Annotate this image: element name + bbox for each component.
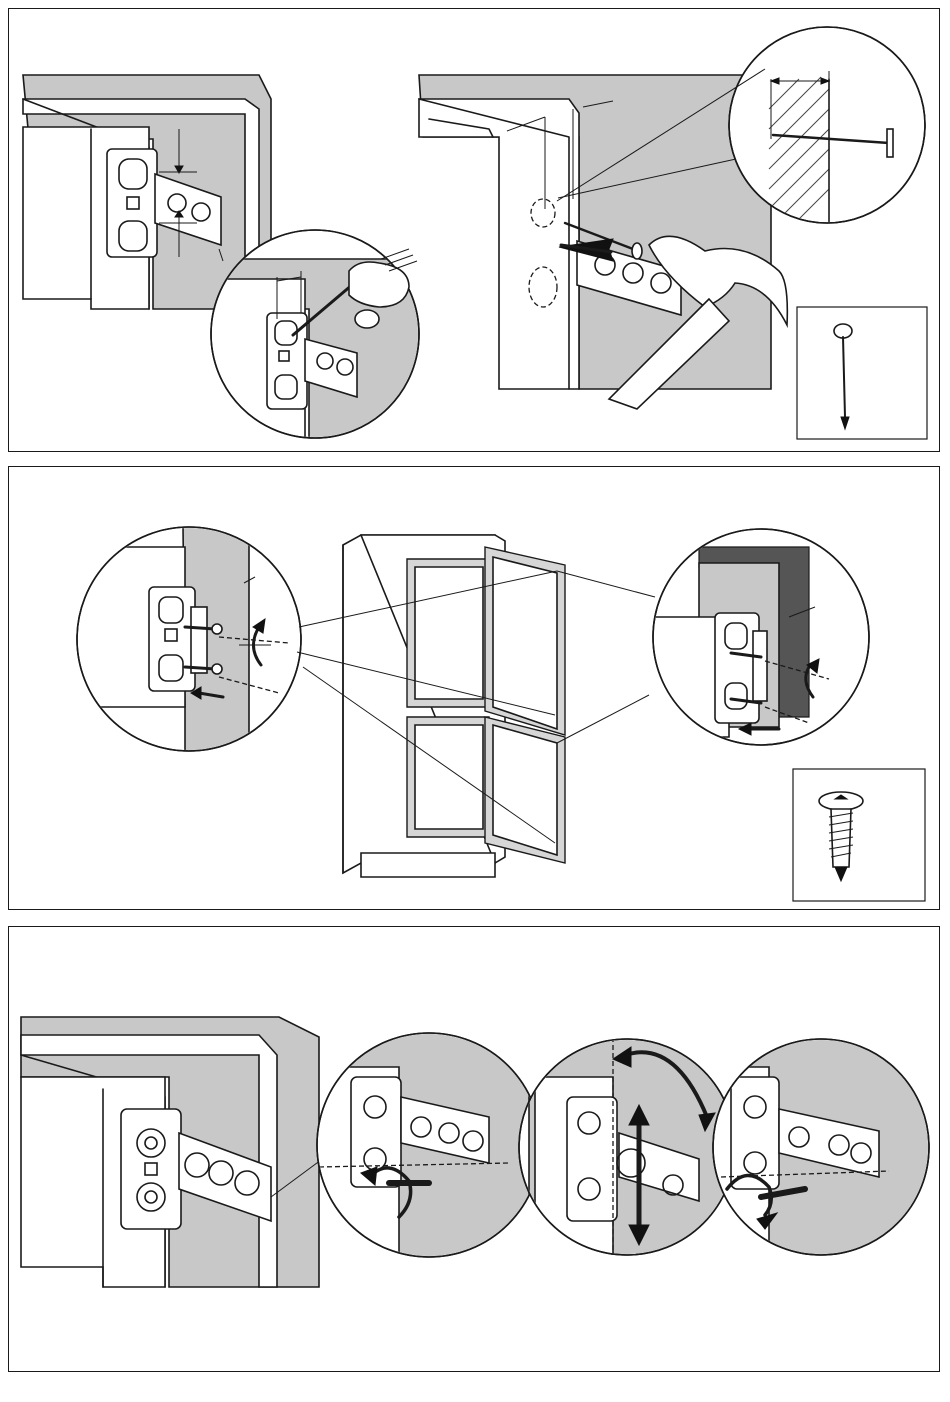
magnifier-circle-left	[209, 230, 429, 449]
door-hinge-screw-illustration	[9, 467, 940, 910]
magnifier-circle-adjust-2	[519, 1037, 739, 1257]
hinge-adjust-illustration	[9, 927, 940, 1372]
cabinet-corner-right	[419, 75, 771, 389]
nail-reference-box	[797, 307, 927, 439]
instruction-panel-3	[8, 926, 940, 1372]
magnifier-circle-upper-left	[69, 527, 301, 757]
screw-reference-box	[793, 769, 925, 901]
magnifier-circle-upper-right	[649, 529, 869, 745]
magnifier-circle-adjust-3	[709, 1027, 929, 1257]
fridge-appliance	[343, 535, 565, 877]
hinge-bracket-illustration	[9, 9, 940, 452]
instruction-panel-2	[8, 466, 940, 910]
instruction-panel-1	[8, 8, 940, 452]
magnifier-circle-adjust-1	[309, 1027, 541, 1257]
